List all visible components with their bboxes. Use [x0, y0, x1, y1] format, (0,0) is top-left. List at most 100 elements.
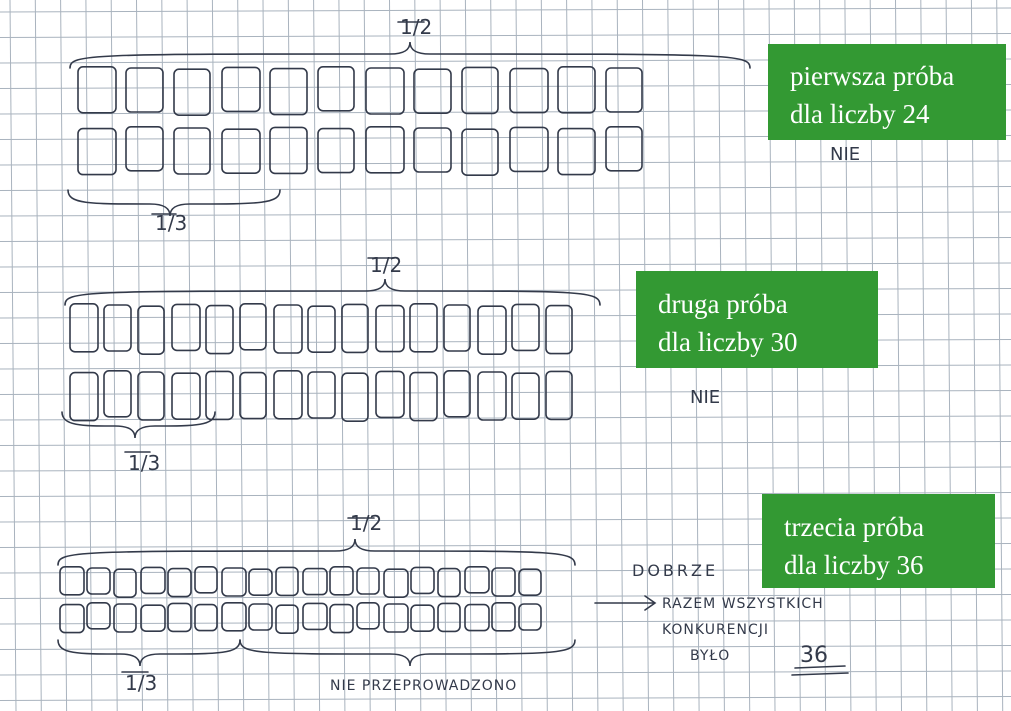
drawn-box: [222, 129, 260, 173]
answer-no-1: NIE: [830, 144, 860, 165]
drawn-box: [444, 305, 470, 351]
drawn-box: [303, 603, 327, 629]
drawn-box: [70, 373, 98, 421]
drawn-box: [174, 128, 210, 174]
drawn-box: [384, 569, 408, 597]
drawn-box: [274, 371, 302, 419]
drawn-box: [141, 567, 165, 593]
drawn-box: [438, 569, 460, 597]
drawn-box: [249, 569, 272, 595]
answer-value: 36: [800, 643, 828, 668]
fraction-half-1: 1/2: [400, 15, 432, 39]
arrow: [595, 596, 655, 610]
drawn-box: [558, 129, 595, 175]
grid-line-vertical: [10, 0, 16, 711]
curly-brace: [58, 539, 575, 565]
fraction-third-1: 1/3: [155, 211, 187, 235]
note-first-attempt-line1: pierwsza próba: [790, 57, 1006, 95]
grid-line-horizontal: [0, 8, 1011, 12]
drawn-box: [546, 371, 572, 419]
note-first-attempt: pierwsza próba dla liczby 24: [768, 44, 1006, 140]
drawn-box: [410, 373, 437, 421]
drawn-box: [366, 68, 404, 114]
drawn-box: [366, 127, 404, 173]
drawn-box: [70, 304, 98, 352]
drawn-box: [270, 127, 307, 173]
drawn-box: [78, 67, 116, 113]
drawn-box: [206, 371, 233, 419]
grid-line-horizontal: [0, 34, 1011, 38]
drawn-box: [465, 605, 489, 631]
drawn-box: [172, 304, 200, 350]
grid-line-vertical: [541, 0, 547, 711]
drawn-box: [414, 69, 451, 113]
drawn-box: [330, 567, 353, 595]
drawn-box: [87, 603, 110, 629]
drawn-box: [60, 605, 84, 633]
drawn-box: [60, 567, 84, 595]
drawn-box: [606, 68, 642, 112]
drawn-box: [478, 306, 506, 354]
drawn-box: [606, 127, 642, 171]
drawn-box: [303, 569, 327, 595]
grid-line-vertical: [415, 0, 421, 711]
drawn-box: [330, 605, 353, 633]
drawn-box: [138, 306, 164, 354]
good-label: DOBRZE: [632, 561, 718, 580]
drawn-box: [376, 371, 404, 417]
grid-line-vertical: [567, 0, 573, 711]
drawn-box: [114, 604, 136, 632]
curly-brace: [65, 279, 600, 305]
together-label: RAZEM WSZYSTKICH: [662, 596, 824, 612]
drawn-box: [357, 603, 379, 629]
drawn-box: [138, 372, 164, 420]
drawn-box: [195, 567, 217, 593]
grid-line-vertical: [137, 0, 143, 711]
drawn-box: [274, 305, 302, 353]
grid-line-vertical: [35, 0, 41, 711]
drawn-box: [376, 306, 404, 352]
drawn-box: [308, 306, 335, 352]
drawn-box: [558, 67, 595, 113]
drawn-box: [519, 569, 541, 595]
note-second-attempt: druga próba dla liczby 30: [636, 271, 878, 368]
answer-no-2: NIE: [690, 387, 720, 408]
grid-line-vertical: [288, 0, 294, 711]
curly-brace: [70, 42, 750, 68]
drawn-box: [222, 67, 260, 111]
grid-line-horizontal: [0, 442, 1011, 446]
note-third-attempt-line1: trzecia próba: [784, 508, 995, 546]
drawn-box: [308, 372, 335, 418]
drawn-box: [410, 304, 437, 352]
drawn-box: [168, 603, 191, 631]
was-label: BYŁO: [690, 648, 730, 664]
drawn-box: [141, 605, 165, 631]
drawn-box: [342, 373, 368, 421]
drawn-box: [240, 373, 266, 419]
grid-line-horizontal: [0, 238, 1011, 242]
note-third-attempt-line2: dla liczby 36: [784, 546, 995, 584]
drawn-box: [78, 129, 116, 175]
drawn-box: [174, 69, 210, 115]
drawn-box: [126, 68, 163, 112]
curly-brace: [58, 640, 240, 666]
drawn-box: [172, 373, 200, 419]
drawn-box: [444, 371, 470, 417]
grid-line-vertical: [238, 0, 244, 711]
fraction-half-2: 1/2: [370, 253, 402, 277]
drawn-box: [104, 305, 131, 351]
competitions-label: KONKURENCJI: [662, 622, 769, 638]
grid-line-vertical: [617, 0, 623, 711]
grid-line-vertical: [364, 0, 370, 711]
drawn-box: [384, 604, 408, 632]
drawn-box: [478, 372, 506, 420]
drawn-box: [114, 569, 136, 597]
grid-line-horizontal: [0, 263, 1011, 267]
drawn-box: [206, 306, 233, 354]
drawn-box: [512, 304, 539, 350]
not-held-label: NIE PRZEPROWADZONO: [330, 678, 517, 694]
drawn-box: [546, 306, 572, 354]
drawn-box: [414, 128, 451, 172]
drawn-box: [318, 67, 354, 111]
drawn-box: [462, 67, 498, 113]
